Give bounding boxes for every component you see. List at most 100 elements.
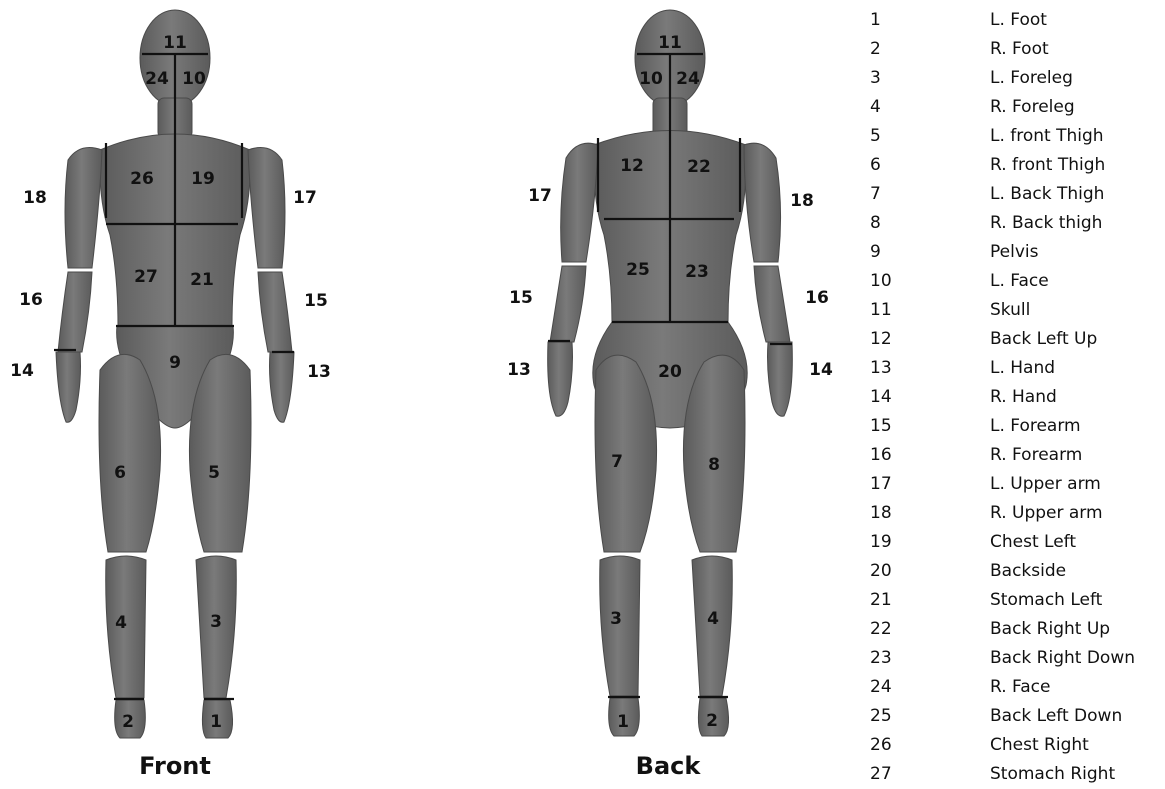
legend-number: 15: [870, 412, 892, 441]
back-label: 20: [658, 362, 682, 382]
legend-row: 17 L. Upper arm: [870, 470, 1165, 499]
back-label: 15: [509, 288, 533, 308]
back-label: 17: [528, 186, 552, 206]
legend-number: 13: [870, 354, 892, 383]
legend-row: 9 Pelvis: [870, 238, 1165, 267]
legend-row: 2 R. Foot: [870, 35, 1165, 64]
legend-number: 7: [870, 180, 881, 209]
front-label: 14: [10, 361, 34, 381]
legend-part-name: Back Left Up: [990, 325, 1097, 354]
back-left-upper-arm: [561, 143, 598, 262]
legend-part-name: R. Back thigh: [990, 209, 1102, 238]
back-label: 18: [790, 191, 814, 211]
legend-number: 9: [870, 238, 881, 267]
back-left-thigh: [595, 355, 657, 552]
legend-number: 2: [870, 35, 881, 64]
front-label: 26: [130, 169, 154, 189]
legend-row: 1 L. Foot: [870, 6, 1165, 35]
legend-row: 16R. Forearm: [870, 441, 1165, 470]
legend-part-name: Back Right Up: [990, 615, 1110, 644]
front-label: 6: [114, 463, 126, 483]
legend-number: 14: [870, 383, 892, 412]
legend-number: 10: [870, 267, 892, 296]
legend-number: 24: [870, 673, 892, 702]
back-right-thigh: [683, 355, 745, 552]
front-left-hand: [270, 352, 295, 422]
front-left-forearm: [258, 272, 292, 352]
back-label: 3: [610, 609, 622, 629]
legend-number: 26: [870, 731, 892, 760]
legend-row: 7 L. Back Thigh: [870, 180, 1165, 209]
legend-part-name: Pelvis: [990, 238, 1038, 267]
legend-part-name: R. Hand: [990, 383, 1057, 412]
legend-number: 1: [870, 6, 881, 35]
legend-part-name: L. Foot: [990, 6, 1047, 35]
legend-row: 27Stomach Right: [870, 760, 1165, 789]
back-label: 7: [611, 452, 623, 472]
legend-number: 21: [870, 586, 892, 615]
front-right-hand: [56, 352, 81, 422]
legend-number: 8: [870, 209, 881, 238]
back-label: 23: [685, 262, 709, 282]
legend-part-name: R. Forearm: [990, 441, 1082, 470]
legend-row: 21 Stomach Left: [870, 586, 1165, 615]
back-label: 22: [687, 157, 711, 177]
front-caption: Front: [139, 752, 211, 780]
front-left-upper-arm: [248, 148, 285, 268]
front-label: 27: [134, 267, 158, 287]
legend-part-name: L. Forearm: [990, 412, 1081, 441]
legend-number: 17: [870, 470, 892, 499]
legend-row: 8 R. Back thigh: [870, 209, 1165, 238]
front-label: 5: [208, 463, 220, 483]
legend-row: 18R. Upper arm: [870, 499, 1165, 528]
legend-part-name: Stomach Left: [990, 586, 1102, 615]
front-right-upper-arm: [65, 148, 102, 268]
legend-number: 23: [870, 644, 892, 673]
front-label: 1: [210, 712, 222, 732]
legend-part-name: Skull: [990, 296, 1030, 325]
front-label: 18: [23, 188, 47, 208]
front-label: 19: [191, 169, 215, 189]
front-label: 3: [210, 612, 222, 632]
back-label: 12: [620, 156, 644, 176]
legend-part-name: R. Face: [990, 673, 1050, 702]
legend-number: 20: [870, 557, 892, 586]
legend-part-name: Back Right Down: [990, 644, 1135, 673]
legend-row: 14 R. Hand: [870, 383, 1165, 412]
back-label: 10: [639, 69, 663, 89]
legend-part-name: L. Upper arm: [990, 470, 1101, 499]
legend-row: 6R. front Thigh: [870, 151, 1165, 180]
legend-number: 22: [870, 615, 892, 644]
legend-number: 27: [870, 760, 892, 789]
legend-number: 18: [870, 499, 892, 528]
back-label: 25: [626, 260, 650, 280]
legend-part-name: R. Foot: [990, 35, 1049, 64]
legend-part-name: L. Hand: [990, 354, 1055, 383]
legend-number: 5: [870, 122, 881, 151]
back-label: 13: [507, 360, 531, 380]
legend-part-name: Back Left Down: [990, 702, 1122, 731]
legend-row: 22 Back Right Up: [870, 615, 1165, 644]
front-label: 9: [169, 353, 181, 373]
front-label: 2: [122, 712, 134, 732]
back-label: 4: [707, 609, 719, 629]
front-right-forearm: [58, 272, 92, 352]
back-label: 2: [706, 711, 718, 731]
front-right-thigh: [99, 354, 161, 552]
back-label: 1: [617, 712, 629, 732]
legend-part-name: Chest Left: [990, 528, 1076, 557]
legend-row: 25Back Left Down: [870, 702, 1165, 731]
legend-row: 24 R. Face: [870, 673, 1165, 702]
front-left-thigh: [189, 354, 251, 552]
back-left-forearm: [550, 266, 586, 342]
back-right-upper-arm: [744, 143, 781, 262]
legend-part-name: L. Back Thigh: [990, 180, 1104, 209]
